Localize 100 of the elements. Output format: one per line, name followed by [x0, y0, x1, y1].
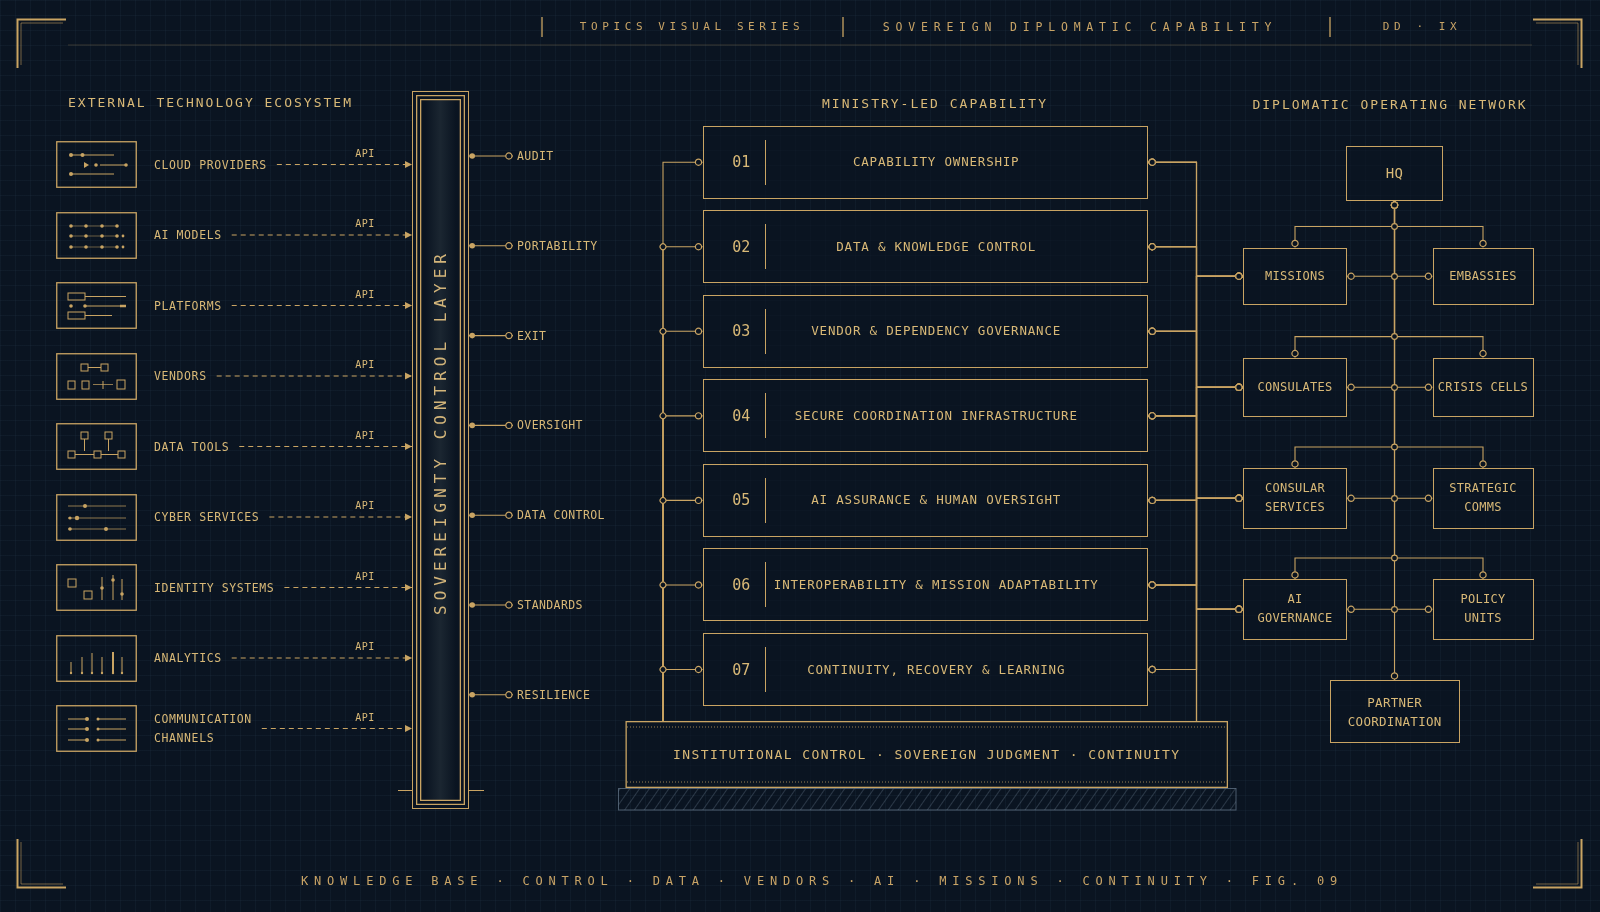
capability-box — [702, 379, 1149, 453]
capability-title: VENDOR & DEPENDENCY GOVERNANCE — [811, 323, 1062, 340]
connector-line — [468, 331, 514, 340]
vertical-label: SOVEREIGNTY CONTROL LAYER — [430, 249, 451, 615]
capability-box — [702, 210, 1149, 284]
foundation-plinth — [618, 721, 1237, 811]
edge-label: API — [353, 711, 377, 724]
item-number: 03 — [732, 322, 751, 341]
section-heading: MINISTRY-LED CAPABILITY — [822, 96, 1048, 112]
header-label: DD · IX — [1382, 20, 1462, 34]
connector-line — [468, 691, 514, 699]
org-box — [1243, 247, 1347, 305]
connector-line — [468, 601, 514, 609]
dashed-arrow — [276, 161, 413, 168]
ecosystem-label: AI MODELS — [154, 225, 222, 245]
page-title: SOVEREIGN DIPLOMATIC CAPABILITY — [882, 20, 1278, 34]
org-label: EMBASSIES — [1449, 267, 1517, 285]
section-heading: DIPLOMATIC OPERATING NETWORK — [1252, 96, 1528, 113]
output-label: RESILIENCE — [513, 686, 591, 703]
capability-title: INTEROPERABILITY & MISSION ADAPTABILITY — [773, 576, 1099, 593]
section-heading: EXTERNAL TECHNOLOGY ECOSYSTEM — [68, 95, 353, 111]
ecosystem-label: VENDORS — [154, 366, 207, 386]
connector-line — [468, 242, 514, 250]
output-label: PORTABILITY — [513, 237, 598, 254]
edge-label: API — [353, 641, 377, 653]
control-layer-bar — [412, 91, 469, 809]
org-box — [1329, 680, 1460, 743]
connector-line — [468, 152, 514, 160]
dashed-arrow — [238, 443, 413, 450]
org-box — [1243, 579, 1347, 640]
connector-line — [468, 421, 514, 430]
connector-line — [1346, 605, 1434, 613]
org-label: CONSULAR SERVICES — [1264, 480, 1326, 517]
item-number: 01 — [732, 153, 751, 172]
capability-title: CONTINUITY, RECOVERY & LEARNING — [807, 661, 1066, 678]
dashed-arrow — [268, 513, 413, 521]
connector-line — [1346, 494, 1434, 502]
org-label: STRATEGIC COMMS — [1449, 480, 1517, 517]
header-label: TOPICS VISUAL SERIES — [579, 20, 805, 34]
org-box — [1432, 357, 1534, 417]
connector-line — [1390, 200, 1399, 681]
capability-box — [702, 294, 1149, 368]
connector-line — [1346, 383, 1434, 391]
capability-title: CAPABILITY OWNERSHIP — [852, 154, 1020, 171]
edge-label: API — [353, 147, 377, 160]
org-label: PARTNER COORDINATION — [1347, 693, 1442, 731]
connector-line — [1346, 272, 1434, 280]
item-number: 05 — [732, 491, 751, 510]
item-number: 07 — [732, 660, 751, 679]
output-label: DATA CONTROL — [513, 507, 605, 524]
edge-label: API — [353, 359, 377, 371]
dashed-arrow — [261, 725, 413, 732]
org-label: HQ — [1385, 164, 1404, 183]
dashed-arrow — [231, 654, 413, 662]
capability-box — [702, 633, 1149, 706]
dashed-arrow — [231, 231, 413, 239]
org-label: CRISIS CELLS — [1437, 378, 1529, 396]
org-label: MISSIONS — [1264, 267, 1326, 285]
capability-title: DATA & KNOWLEDGE CONTROL — [836, 238, 1037, 255]
item-number: 04 — [732, 406, 751, 425]
item-number: 06 — [732, 575, 751, 594]
ecosystem-label: PLATFORMS — [154, 296, 222, 315]
output-label: OVERSIGHT — [513, 417, 583, 434]
capability-box — [702, 125, 1149, 199]
ecosystem-label: CYBER SERVICES — [154, 507, 260, 527]
connector-line — [659, 665, 704, 722]
org-box — [1243, 357, 1347, 417]
org-box — [1243, 468, 1347, 529]
output-label: STANDARDS — [513, 597, 583, 613]
ecosystem-label: DATA TOOLS — [154, 437, 230, 456]
footer-label: KNOWLEDGE BASE · CONTROL · DATA · VENDORS · AI · MISSIONS · CONTINUITY · FIG. 09 — [301, 873, 1343, 889]
org-box — [1432, 468, 1534, 529]
output-label: AUDIT — [513, 148, 554, 164]
ecosystem-label: IDENTITY SYSTEMS — [154, 578, 275, 597]
org-box — [1432, 579, 1534, 640]
edge-label: API — [353, 288, 377, 301]
capability-title: SECURE COORDINATION INFRASTRUCTURE — [794, 407, 1078, 424]
edge-label: API — [353, 570, 377, 583]
output-label: EXIT — [513, 327, 547, 344]
item-number: 02 — [732, 237, 751, 256]
edge-label: API — [353, 218, 377, 230]
org-label: CONSULATES — [1257, 378, 1333, 396]
capability-box — [702, 548, 1149, 622]
connector-line — [1195, 605, 1244, 722]
org-label: AI GOVERNANCE — [1257, 591, 1333, 628]
edge-label: API — [353, 429, 377, 442]
foundation-text: INSTITUTIONAL CONTROL · SOVEREIGN JUDGMENT · CONTINUITY — [673, 746, 1181, 763]
dashed-arrow — [283, 584, 413, 591]
capability-box — [702, 463, 1149, 537]
ecosystem-label: COMMUNICATION CHANNELS — [154, 709, 252, 748]
org-box — [1346, 146, 1443, 201]
dashed-arrow — [216, 372, 413, 380]
connector-line — [468, 511, 514, 519]
capability-title: AI ASSURANCE & HUMAN OVERSIGHT — [811, 492, 1062, 509]
edge-label: API — [353, 500, 377, 512]
ecosystem-label: CLOUD PROVIDERS — [154, 155, 267, 174]
dashed-arrow — [231, 302, 413, 309]
org-label: POLICY UNITS — [1460, 591, 1506, 628]
org-box — [1432, 247, 1534, 305]
ecosystem-label: ANALYTICS — [154, 648, 222, 668]
